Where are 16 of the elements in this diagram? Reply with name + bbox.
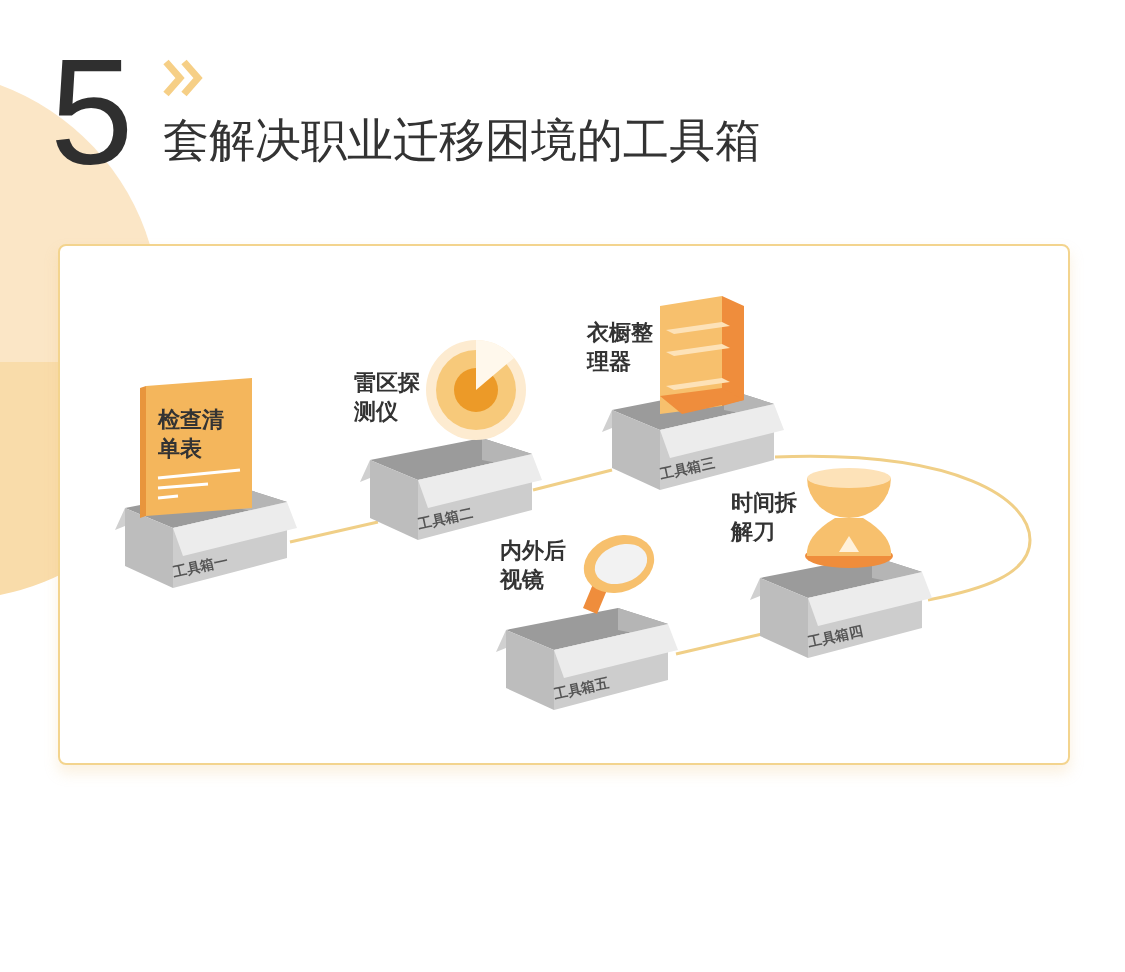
box-label: 工具箱三	[658, 454, 717, 484]
item-label: 检查清单表	[158, 406, 225, 463]
item-label: 内外后视镜	[500, 537, 567, 594]
connector-line	[289, 520, 379, 544]
step-number: 5	[50, 32, 134, 192]
box-label: 工具箱四	[806, 622, 865, 652]
title: 套解决职业迁移困境的工具箱	[163, 112, 761, 169]
connector-line	[774, 454, 1032, 602]
box-label: 工具箱五	[552, 674, 611, 704]
item-label: 衣橱整理器	[587, 319, 654, 376]
connector-line	[675, 632, 763, 656]
box-label: 工具箱一	[171, 552, 230, 582]
box-label: 工具箱二	[416, 504, 475, 534]
item-label: 雷区探测仪	[354, 369, 421, 426]
item-label: 时间拆解刀	[731, 489, 798, 546]
connector-line	[532, 468, 613, 492]
